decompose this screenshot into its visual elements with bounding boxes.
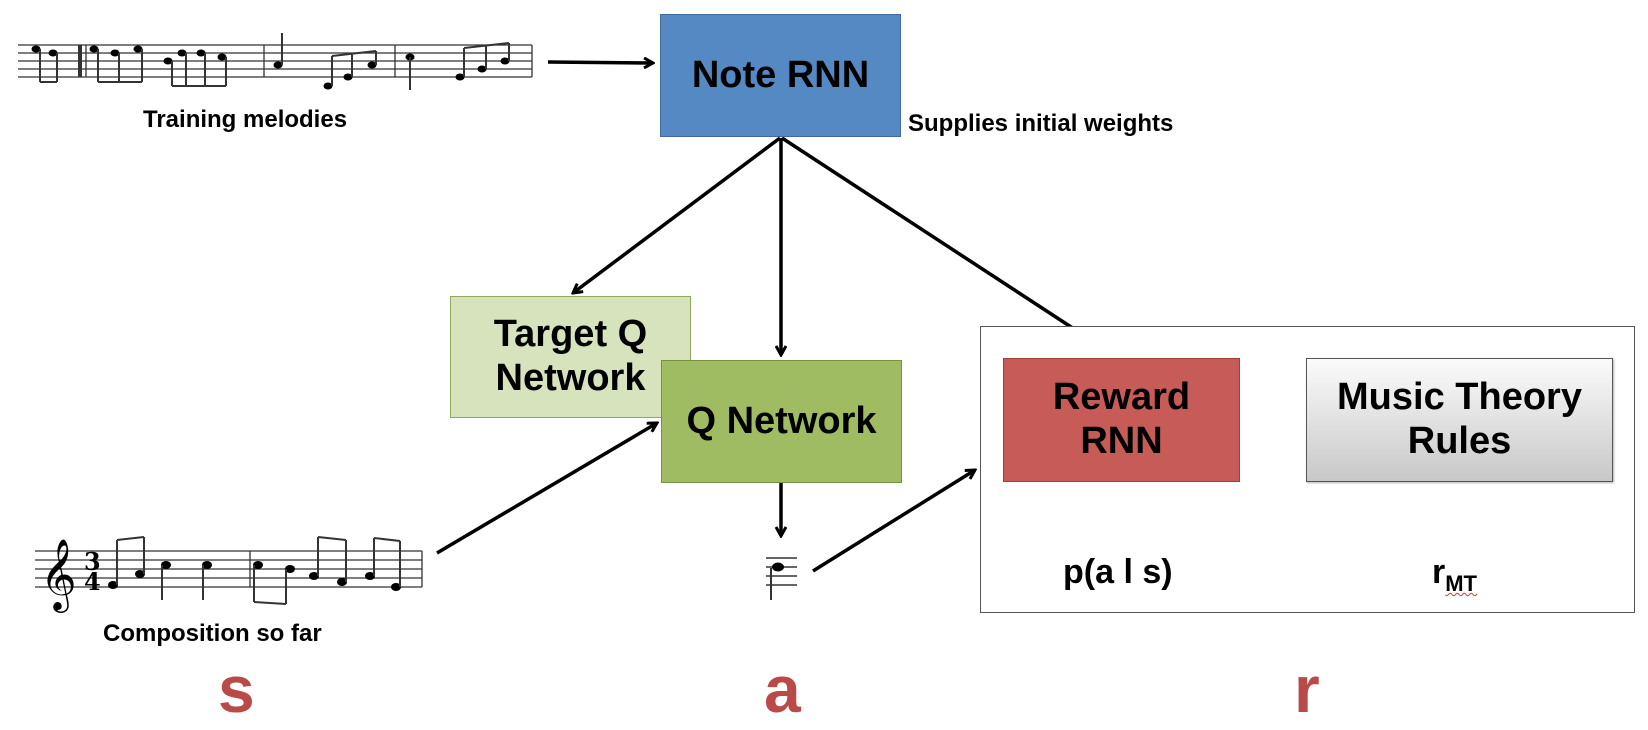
- training-melodies-staff: [18, 33, 533, 90]
- supplies-weights-label: Supplies initial weights: [908, 110, 1174, 137]
- r-mt-base: r: [1432, 553, 1446, 591]
- composition-label: Composition so far: [103, 620, 322, 647]
- state-symbol: s: [218, 652, 255, 726]
- training-melodies-label: Training melodies: [143, 106, 348, 133]
- time-signature-top: 3: [84, 547, 101, 576]
- reward-rnn-label-line2: RNN: [1080, 420, 1163, 462]
- music-theory-label-line1: Music Theory: [1337, 376, 1582, 419]
- arrow-note-rnn-to-reward-rnn: [781, 136, 1117, 357]
- music-theory-rules-node: Music Theory Rules: [1306, 358, 1613, 482]
- action-symbol: a: [764, 652, 801, 726]
- q-network-node: Q Network: [661, 360, 902, 483]
- target-q-label-line1: Target Q: [493, 313, 648, 356]
- reward-symbol: r: [1294, 652, 1320, 726]
- arrow-action-to-reward: [812, 470, 975, 573]
- time-signature-bottom: 4: [84, 567, 101, 596]
- p-a-given-s-label: p(a l s): [1063, 553, 1173, 591]
- target-q-network-node: Target Q Network: [450, 296, 691, 418]
- q-network-label: Q Network: [686, 399, 877, 442]
- action-note-icon: [766, 557, 797, 600]
- reward-rnn-node: Reward RNN: [1003, 358, 1240, 482]
- target-q-label-line2: Network: [495, 357, 646, 399]
- r-mt-label: rMT: [1432, 553, 1477, 597]
- arrow-composition-to-q-network: [436, 423, 657, 555]
- note-rnn-label: Note RNN: [691, 53, 870, 96]
- composition-staff: [35, 536, 423, 605]
- r-mt-subscript: MT: [1445, 571, 1477, 596]
- arrow-training-to-note-rnn: [547, 62, 653, 63]
- reward-rnn-label-line1: Reward: [1052, 376, 1191, 419]
- music-theory-label-line2: Rules: [1407, 420, 1512, 462]
- treble-clef-icon: 𝄞: [40, 537, 77, 613]
- arrow-note-rnn-to-target-q: [573, 136, 782, 293]
- note-rnn-node: Note RNN: [660, 14, 901, 137]
